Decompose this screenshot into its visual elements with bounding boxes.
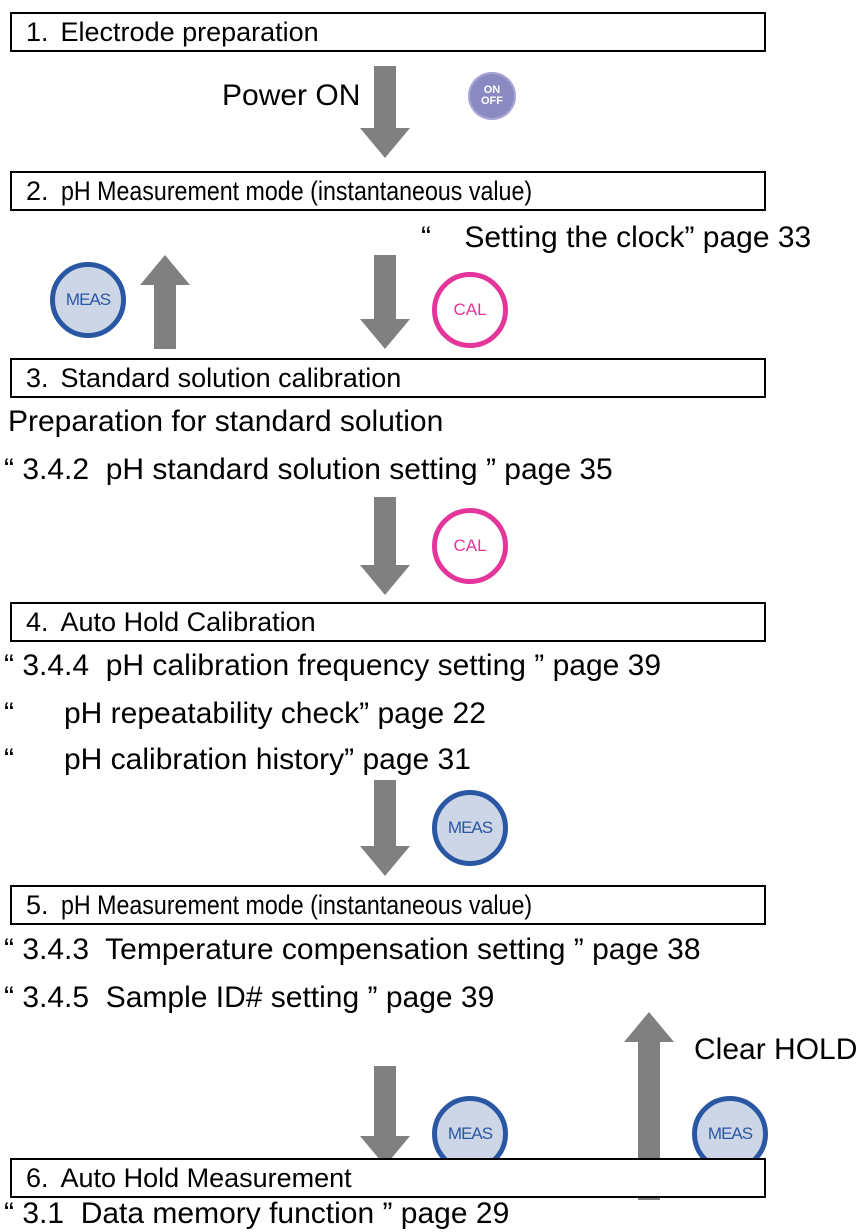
step-3-box: 3. Standard solution calibration — [10, 358, 766, 398]
step-2-box: 2. pH Measurement mode (instantaneous va… — [10, 171, 766, 211]
arrow-up-icon — [140, 255, 190, 349]
step-1-label: Electrode preparation — [60, 16, 319, 47]
step-3-number: 3. — [26, 362, 49, 393]
setting-clock-reference: “ Setting the clock” page 33 — [421, 221, 812, 254]
calibration-frequency-reference: “ 3.4.4 pH calibration frequency setting… — [4, 649, 662, 682]
on-off-key-icon[interactable]: ON OFF — [468, 72, 516, 120]
step-3-label: Standard solution calibration — [60, 362, 402, 393]
clear-hold-label: Clear HOLD — [694, 1033, 858, 1066]
arrow-down-icon — [360, 497, 410, 595]
meas-key-icon[interactable]: MEAS — [432, 790, 508, 866]
step-1-box: 1. Electrode preparation — [10, 12, 766, 52]
step-5-box: 5. pH Measurement mode (instantaneous va… — [10, 885, 766, 925]
cal-key-icon[interactable]: CAL — [432, 508, 508, 584]
step-5-number: 5. — [26, 889, 49, 920]
arrow-down-icon — [360, 255, 410, 349]
power-on-label: Power ON — [222, 79, 361, 112]
step-2-number: 2. — [26, 175, 49, 206]
arrow-down-icon — [360, 66, 410, 158]
step-4-label: Auto Hold Calibration — [60, 606, 316, 637]
step-4-box: 4. Auto Hold Calibration — [10, 602, 766, 642]
calibration-history-reference: “ pH calibration history” page 31 — [4, 743, 471, 776]
step-2-label: pH Measurement mode (instantaneous value… — [60, 175, 532, 206]
step-6-number: 6. — [26, 1162, 49, 1193]
step-6-box: 6. Auto Hold Measurement — [10, 1158, 766, 1198]
repeatability-check-reference: “ pH repeatability check” page 22 — [4, 697, 486, 730]
meas-key-icon[interactable]: MEAS — [50, 262, 126, 338]
sample-id-reference: “ 3.4.5 Sample ID# setting ” page 39 — [4, 981, 495, 1014]
arrow-down-icon — [360, 780, 410, 876]
ph-standard-setting-reference: “ 3.4.2 pH standard solution setting ” p… — [4, 453, 613, 486]
cal-key-icon[interactable]: CAL — [432, 272, 508, 348]
step-1-number: 1. — [26, 16, 49, 47]
arrow-down-icon — [360, 1066, 410, 1166]
step-5-label: pH Measurement mode (instantaneous value… — [60, 889, 532, 920]
temperature-compensation-reference: “ 3.4.3 Temperature compensation setting… — [4, 933, 701, 966]
step-6-label: Auto Hold Measurement — [60, 1162, 352, 1193]
standard-preparation-note: Preparation for standard solution — [8, 405, 444, 438]
step-4-number: 4. — [26, 606, 49, 637]
data-memory-reference: “ 3.1 Data memory function ” page 29 — [4, 1197, 510, 1230]
